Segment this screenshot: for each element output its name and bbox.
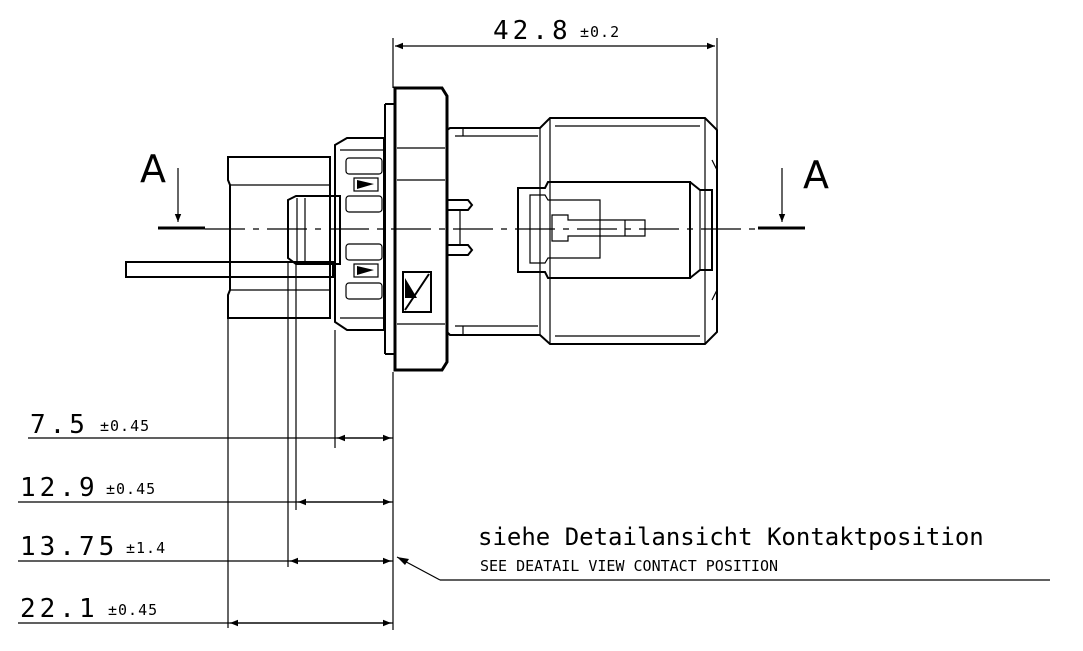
dimension-7-5: 7.5 ±0.45 bbox=[28, 410, 393, 442]
dimension-13-75-value: 13.75 bbox=[20, 532, 118, 562]
detail-note-english: SEE DEATAIL VIEW CONTACT POSITION bbox=[480, 557, 778, 575]
dimension-22-1-tolerance: ±0.45 bbox=[108, 601, 158, 619]
dimension-13-75: 13.75 ±1.4 bbox=[18, 532, 393, 565]
connector-drawing bbox=[125, 86, 718, 372]
dimension-22-1: 22.1 ±0.45 bbox=[18, 594, 393, 627]
overall-dimension-tolerance: ±0.2 bbox=[580, 23, 620, 41]
dimension-12-9-value: 12.9 bbox=[20, 473, 99, 503]
extension-lines bbox=[227, 262, 394, 630]
detail-note: siehe Detailansicht Kontaktposition SEE … bbox=[396, 523, 1050, 581]
dimension-22-1-value: 22.1 bbox=[20, 594, 99, 624]
section-label-right: A bbox=[803, 153, 829, 197]
dimension-7-5-value: 7.5 bbox=[30, 410, 89, 440]
dimension-13-75-tolerance: ±1.4 bbox=[126, 539, 166, 557]
detail-note-german: siehe Detailansicht Kontaktposition bbox=[478, 523, 984, 551]
overall-dimension-value: 42.8 bbox=[493, 16, 572, 46]
section-marker-right: A bbox=[758, 153, 829, 230]
section-label-left: A bbox=[140, 147, 166, 191]
dimension-12-9-tolerance: ±0.45 bbox=[106, 480, 156, 498]
dimension-7-5-tolerance: ±0.45 bbox=[100, 417, 150, 435]
section-marker-left: A bbox=[140, 147, 205, 230]
overall-dimension: 42.8 ±0.2 bbox=[392, 16, 718, 133]
dimension-12-9: 12.9 ±0.45 bbox=[18, 473, 393, 506]
manufacturer-logo bbox=[402, 271, 432, 313]
